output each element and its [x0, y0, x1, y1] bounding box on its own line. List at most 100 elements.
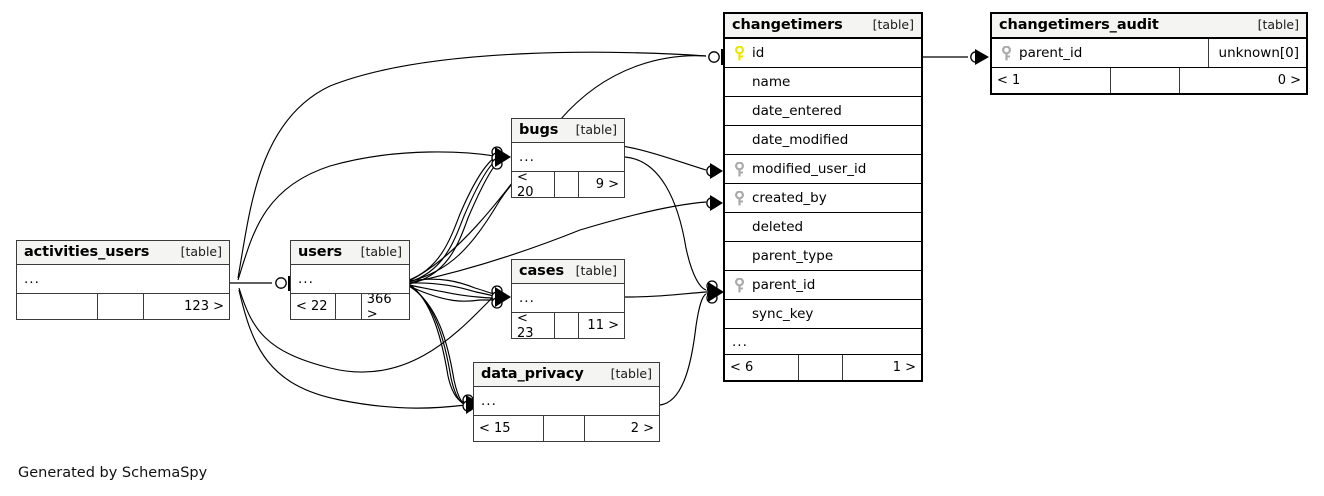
generator-credit: Generated by SchemaSpy — [18, 465, 208, 481]
connector-zero-cases-3 — [491, 297, 503, 309]
table-bugs[interactable]: bugs [table] ... < 20 9 > — [511, 118, 625, 198]
table-row[interactable]: date_modified — [725, 126, 921, 155]
edge-users-to-bugs-2 — [408, 159, 497, 283]
edge-users-to-dataprivacy-1 — [408, 283, 467, 405]
connector-zero-changetimers-id — [708, 51, 720, 63]
footer-mid-cell — [555, 172, 580, 197]
table-kind-label: [table] — [610, 366, 652, 381]
footer-mid-cell — [799, 355, 843, 380]
table-title: data_privacy — [481, 366, 584, 382]
connector-zero-bugs-1 — [491, 146, 503, 158]
table-title: cases — [519, 263, 564, 279]
connector-crowsfoot-cases — [495, 287, 511, 307]
footer-left-count[interactable] — [17, 294, 98, 319]
column-label: parent_id — [1019, 45, 1083, 61]
table-title: activities_users — [24, 244, 150, 260]
table-row[interactable]: parent_id unknown[0] — [992, 39, 1306, 68]
foreign-key-icon — [999, 45, 1014, 61]
footer-left-count[interactable]: < 15 — [474, 416, 545, 441]
table-changetimers-audit[interactable]: changetimers_audit [table] parent_id unk… — [990, 12, 1308, 95]
table-row[interactable]: parent_id — [725, 271, 921, 300]
connector-crowsfoot-bugs — [495, 147, 511, 167]
connector-zero-created-by — [706, 197, 718, 209]
table-users[interactable]: users [table] ... < 22 366 > — [290, 240, 410, 320]
table-footer-activities-users: 123 > — [17, 294, 229, 319]
table-changetimers[interactable]: changetimers [table] id name date_entere… — [723, 12, 923, 382]
table-footer-users: < 22 366 > — [291, 294, 409, 319]
column-label: deleted — [752, 219, 804, 235]
table-footer-changetimers: < 6 1 > — [725, 355, 921, 380]
table-row[interactable]: id — [725, 39, 921, 68]
footer-left-count[interactable]: < 20 — [512, 172, 555, 197]
primary-key-icon — [732, 45, 747, 61]
column-label: created_by — [752, 190, 827, 206]
table-kind-label: [table] — [1257, 17, 1299, 32]
footer-left-count[interactable]: < 23 — [512, 313, 555, 338]
table-row[interactable]: ... — [474, 387, 659, 416]
table-header-activities-users: activities_users [table] — [17, 241, 229, 265]
connector-crowsfoot-audit-parent-id — [975, 49, 989, 65]
column-label: ... — [481, 393, 497, 409]
edge-users-to-dataprivacy-2 — [408, 284, 469, 407]
connector-zero-bugs-2 — [491, 152, 503, 164]
connector-zero-cases-2 — [491, 291, 503, 303]
table-header-users: users [table] — [291, 241, 409, 265]
column-label: ... — [732, 333, 748, 350]
footer-right-count[interactable]: 0 > — [1277, 73, 1301, 88]
table-header-cases: cases [table] — [512, 260, 624, 284]
column-label: parent_type — [752, 248, 834, 264]
table-title: changetimers — [732, 17, 843, 33]
table-row[interactable]: date_entered — [725, 97, 921, 126]
edge-bugs-to-changetimers-parent — [624, 156, 707, 291]
connector-zero-parent-id-2 — [706, 286, 718, 298]
edge-dataprivacy-to-changetimers-parent — [659, 293, 707, 406]
table-row[interactable]: ... — [512, 143, 624, 172]
footer-left-count[interactable]: < 1 — [992, 68, 1112, 93]
column-label: date_entered — [752, 103, 842, 119]
connector-zero-activities-users — [275, 277, 287, 289]
connector-crowsfoot-modified-user-id — [710, 163, 723, 179]
edge-users-to-bugs-3 — [408, 161, 499, 285]
footer-left-count[interactable]: < 22 — [291, 294, 336, 319]
table-kind-label: [table] — [180, 244, 222, 259]
table-activities-users[interactable]: activities_users [table] ... 123 > — [16, 240, 230, 320]
column-label: ... — [298, 271, 314, 287]
table-data-privacy[interactable]: data_privacy [table] ... < 15 2 > — [473, 362, 660, 442]
table-header-changetimers-audit: changetimers_audit [table] — [992, 14, 1306, 39]
connector-zero-cases-1 — [491, 285, 503, 297]
footer-right-count[interactable]: 366 > — [366, 294, 392, 319]
connector-zero-audit-parent-id — [970, 51, 982, 63]
footer-right-count[interactable]: 1 > — [892, 360, 916, 375]
table-row[interactable]: parent_type — [725, 242, 921, 271]
footer-right-count[interactable]: 9 > — [595, 177, 619, 192]
table-cases[interactable]: cases [table] ... < 23 11 > — [511, 259, 625, 339]
footer-right-count[interactable]: 2 > — [630, 421, 654, 436]
column-label: name — [752, 74, 791, 90]
connector-crowsfoot-parent-id — [708, 282, 724, 302]
table-row[interactable]: modified_user_id — [725, 155, 921, 184]
footer-right-count[interactable]: 11 > — [587, 318, 619, 333]
table-row[interactable]: name — [725, 68, 921, 97]
footer-mid-cell — [544, 416, 585, 441]
table-kind-label: [table] — [575, 122, 617, 137]
edge-users-to-cases-3 — [408, 284, 495, 299]
column-type: unknown[0] — [1207, 39, 1299, 67]
column-label: modified_user_id — [752, 161, 867, 177]
footer-mid-cell — [98, 294, 145, 319]
table-row[interactable]: ... — [725, 329, 921, 355]
footer-left-count[interactable]: < 6 — [725, 355, 800, 380]
table-row[interactable]: sync_key — [725, 300, 921, 329]
table-row[interactable]: deleted — [725, 213, 921, 242]
edge-users-to-cases-4 — [408, 285, 494, 302]
table-row[interactable]: ... — [291, 265, 409, 294]
footer-right-count[interactable]: 123 > — [184, 299, 224, 314]
edge-users-to-dataprivacy-3 — [408, 285, 471, 408]
connector-zero-dataprivacy-1 — [462, 394, 474, 406]
connector-zero-parent-id-1 — [706, 280, 718, 292]
table-row[interactable]: ... — [512, 284, 624, 313]
table-row[interactable]: ... — [17, 265, 229, 294]
footer-mid-cell — [555, 313, 580, 338]
connector-zero-dataprivacy-2 — [462, 400, 474, 412]
table-row[interactable]: created_by — [725, 184, 921, 213]
